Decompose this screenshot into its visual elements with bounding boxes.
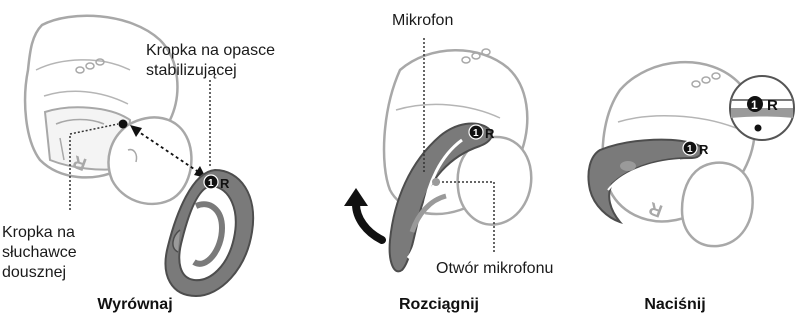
step-caption-stretch: Rozciągnij	[364, 296, 514, 314]
earbud-dot-label-line2: słuchawce	[2, 242, 77, 263]
band-side-marker-3: R	[699, 142, 709, 157]
stretch-arrow	[356, 204, 382, 240]
earbud-dot-label-line1: Kropka na	[2, 222, 75, 243]
inset-side-marker: R	[767, 97, 778, 114]
step-caption-align: Wyrównaj	[60, 296, 210, 314]
earbud-dot	[119, 120, 128, 129]
microphone-label: Mikrofon	[392, 10, 453, 31]
band-side-marker: R	[220, 176, 230, 191]
band-dot-label-line1: Kropka na opasce	[146, 40, 275, 61]
panel-press-illustration: R 1 R 1 R	[588, 62, 794, 246]
ear-tip-press	[682, 163, 753, 247]
mic-opening-label: Otwór mikrofonu	[436, 258, 553, 279]
band-number-marker-3: 1	[687, 144, 693, 155]
inset-number-marker: 1	[751, 98, 758, 112]
ear-tip	[109, 117, 192, 203]
band-dot-label-line2: stabilizującej	[146, 60, 237, 81]
band-number-marker-2: 1	[473, 128, 479, 139]
panel-stretch-illustration: 1 R	[344, 38, 531, 271]
band-marking-inset: 1 R	[730, 76, 794, 140]
earbud-dot-label-line3: dousznej	[2, 262, 66, 283]
step-caption-press: Naciśnij	[600, 296, 750, 314]
band-side-marker-2: R	[485, 126, 495, 141]
band-number-marker: 1	[208, 178, 214, 189]
